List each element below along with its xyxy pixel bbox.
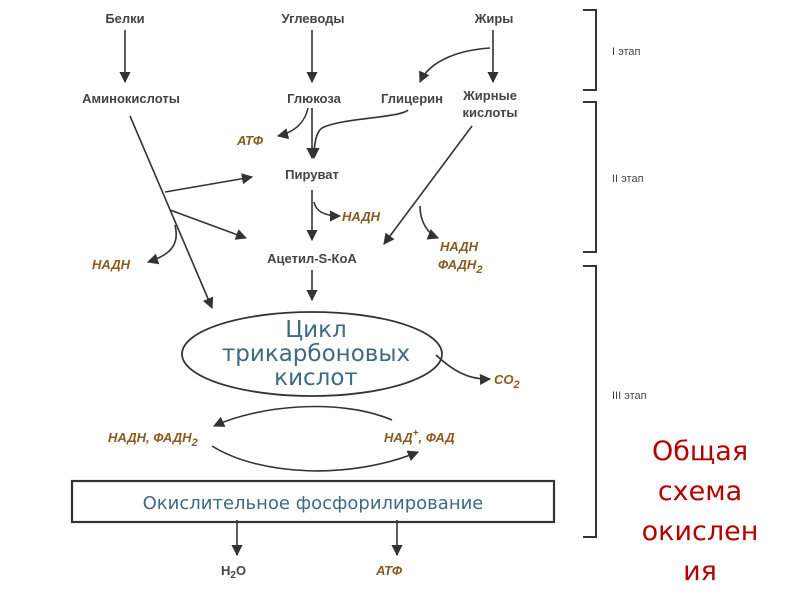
arrow-fats-glycerol [419,47,491,84]
arrow-amino-tca [129,115,214,310]
oxphos-label: Окислительное фосфорилирование [143,493,484,514]
bracket-stage3 [583,265,597,538]
product-atp-glycolysis: АТФ [236,133,264,148]
stage-2-label: II этап [612,173,644,185]
arrow-amino-nadh [146,224,177,265]
oxphos-box [70,479,556,524]
product-atp-final: АТФ [375,563,403,578]
arrow-to-nadh-fadh2 [212,405,393,427]
label-acetyl-coa: Ацетил-S-КоА [267,251,357,266]
caption-line-3: окислен [641,516,759,547]
product-nadh-fatty: НАДН [440,239,479,254]
tca-line-2: трикарбоновых [222,341,410,367]
label-fatty-acids-1: Жирные [462,88,517,103]
label-carbs: Углеводы [282,11,345,26]
label-proteins: Белки [105,11,144,26]
product-nadh-amino: НАДН [92,257,131,272]
arrow-glycolysis-atp [276,107,309,140]
label-fatty-acids-2: кислоты [463,105,518,120]
tca-line-1: Цикл [285,317,346,343]
arrow-glycerol-pyruvate [308,109,409,160]
arrow-amino-acetyl [169,209,248,240]
arrow-amino-pyruvate [164,173,254,193]
slide-caption: Общая схема окислен ия [600,432,800,592]
caption-line-2: схема [657,476,743,507]
arrow-to-nad-fad [211,445,420,472]
product-nadh-fadh2: НАДН, ФАДН2 [108,430,198,449]
product-co2: CO2 [494,372,520,391]
bracket-stage2 [583,101,597,253]
arrows [119,30,499,557]
stage-3-label: III этап [612,390,647,402]
product-fadh2-fatty: ФАДН2 [438,257,482,276]
stage-brackets [583,9,597,538]
label-glycerol: Глицерин [381,91,443,106]
arrow-pyruvate-nadh [313,201,342,222]
arrow-fatty-acetyl [383,125,473,245]
product-nad-fad: НАД+, ФАД [384,428,455,445]
label-pyruvate: Пируват [285,167,339,182]
label-amino-acids: Аминокислоты [82,91,180,106]
bracket-stage1 [583,9,597,91]
caption-line-4: ия [683,556,717,587]
product-nadh-pyruvate: НАДН [342,209,381,224]
tca-cycle-ellipse [181,311,443,397]
label-fats: Жиры [474,11,514,26]
arrow-tca-co2 [435,354,492,386]
tca-line-3: кислот [274,365,358,391]
arrow-fatty-nadh [419,205,440,240]
stage-1-label: I этап [612,46,641,58]
caption-line-1: Общая [651,436,749,467]
label-glucose: Глюкоза [287,91,341,106]
product-h2o: H2O [221,563,246,581]
